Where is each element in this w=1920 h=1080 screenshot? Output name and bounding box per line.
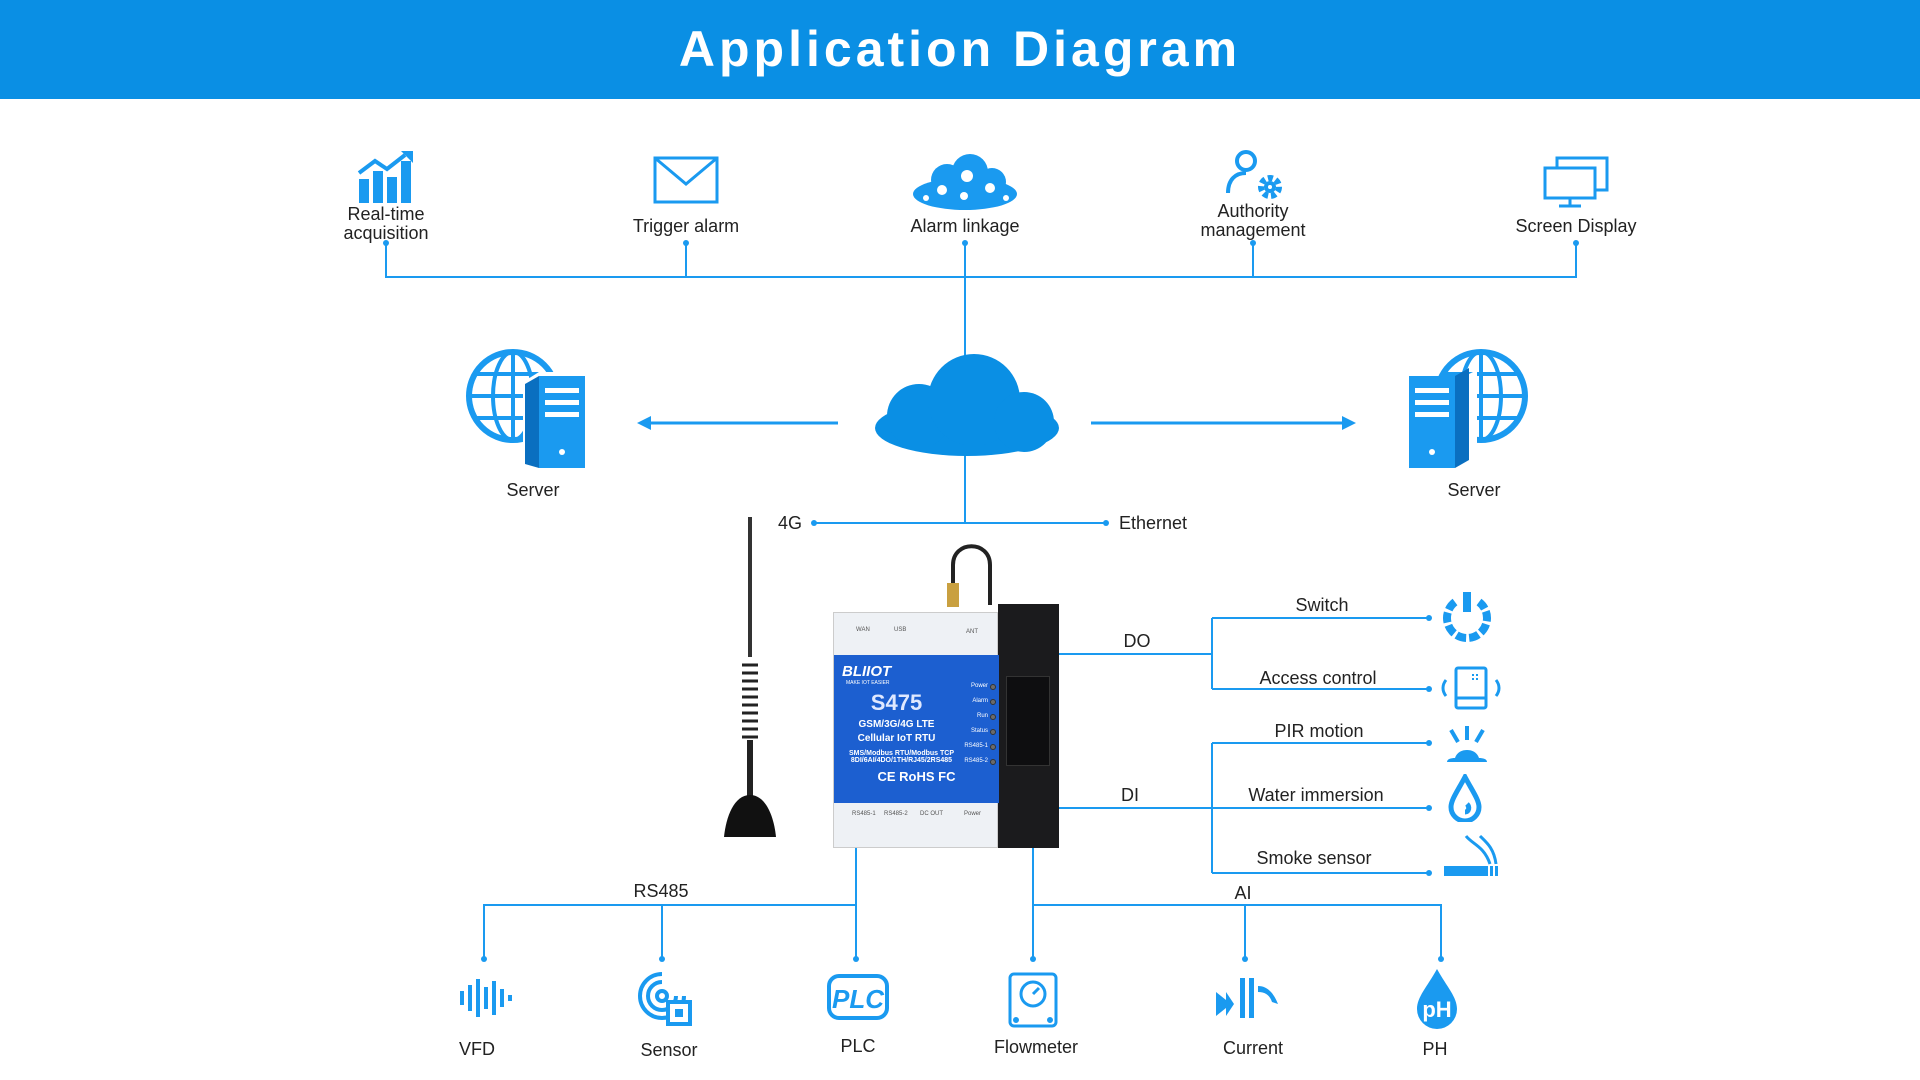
device-front: WAN USB ANT BLIIOT MAKE IOT EASIER S475 … bbox=[833, 612, 999, 848]
port-power: Power bbox=[964, 811, 982, 817]
cloud-gears-icon bbox=[913, 154, 1017, 210]
cloud-icon bbox=[875, 354, 1059, 456]
label-authority-management: Authority management bbox=[1200, 201, 1306, 240]
led-label: Alarm bbox=[972, 698, 988, 704]
label-screen-display: Screen Display bbox=[1515, 216, 1637, 236]
device-led-column: Power Alarm Run Status RS485-1 RS485-2 bbox=[964, 679, 996, 769]
led-indicator bbox=[990, 743, 996, 750]
led-indicator bbox=[990, 728, 996, 735]
device-line2: Cellular IoT RTU bbox=[857, 733, 936, 744]
water-drop-icon bbox=[1448, 774, 1482, 822]
label-real-time-acquisition: Real-time acquisition bbox=[343, 204, 429, 243]
label-server-left: Server bbox=[506, 480, 560, 500]
flowmeter-icon bbox=[1008, 972, 1058, 1028]
label-alarm-linkage: Alarm linkage bbox=[910, 216, 1020, 236]
port-ant: ANT bbox=[966, 629, 978, 635]
header-banner: Application Diagram bbox=[0, 0, 1920, 99]
s475-rtu-device: WAN USB ANT BLIIOT MAKE IOT EASIER S475 … bbox=[833, 604, 1059, 848]
device-model: S475 bbox=[870, 690, 923, 715]
device-brand: BLIIOT bbox=[842, 663, 892, 680]
label-ethernet: Ethernet bbox=[1119, 513, 1188, 533]
chart-growth-icon bbox=[357, 151, 413, 203]
led-label: Power bbox=[970, 683, 988, 689]
led-label: RS485-2 bbox=[964, 758, 988, 764]
server-globe-icon-right bbox=[1405, 349, 1528, 468]
antenna-icon bbox=[724, 517, 776, 837]
device-line1: GSM/3G/4G LTE bbox=[858, 719, 935, 730]
led-label: RS485-1 bbox=[964, 743, 988, 749]
waveform-icon bbox=[460, 979, 512, 1017]
led-label: Status bbox=[970, 728, 988, 734]
port-rs485-1: RS485-1 bbox=[852, 811, 876, 817]
power-icon bbox=[1443, 592, 1491, 642]
port-rs485-2: RS485-2 bbox=[884, 811, 908, 817]
label-flowmeter: Flowmeter bbox=[993, 1037, 1079, 1057]
device-side-panel bbox=[998, 604, 1059, 848]
led-rs485-2: RS485-2 bbox=[964, 754, 996, 769]
label-sensor: Sensor bbox=[640, 1040, 698, 1060]
label-pir-motion: PIR motion bbox=[1274, 721, 1364, 741]
led-indicator bbox=[990, 698, 996, 705]
envelope-icon bbox=[653, 156, 719, 204]
device-antenna-cable bbox=[947, 544, 992, 607]
label-trigger-alarm: Trigger alarm bbox=[632, 216, 740, 236]
current-icon bbox=[1216, 978, 1278, 1018]
label-smoke-sensor: Smoke sensor bbox=[1256, 848, 1372, 868]
label-water-immersion: Water immersion bbox=[1248, 785, 1384, 805]
svg-text:PLC: PLC bbox=[832, 984, 885, 1014]
led-indicator bbox=[990, 683, 996, 690]
svg-text:pH: pH bbox=[1422, 997, 1451, 1022]
device-label-panel: BLIIOT MAKE IOT EASIER S475 GSM/3G/4G LT… bbox=[834, 655, 999, 803]
user-gear-icon bbox=[1226, 150, 1282, 199]
label-current: Current bbox=[1222, 1038, 1284, 1058]
led-status: Status bbox=[964, 724, 996, 739]
led-label: Run bbox=[976, 713, 988, 719]
led-power: Power bbox=[964, 679, 996, 694]
port-usb: USB bbox=[894, 627, 907, 633]
access-card-icon bbox=[1441, 666, 1501, 710]
label-ai: AI bbox=[1234, 883, 1252, 903]
monitor-icon bbox=[1543, 156, 1609, 208]
server-globe-icon-left bbox=[466, 349, 585, 468]
led-indicator bbox=[990, 758, 996, 765]
smoke-icon bbox=[1444, 834, 1498, 876]
label-vfd: VFD bbox=[459, 1039, 495, 1059]
label-di: DI bbox=[1121, 785, 1139, 805]
pir-motion-icon bbox=[1447, 726, 1487, 762]
led-rs485-1: RS485-1 bbox=[964, 739, 996, 754]
led-indicator bbox=[990, 713, 996, 720]
label-do: DO bbox=[1123, 631, 1151, 651]
device-line3: SMS/Modbus RTU/Modbus TCP bbox=[849, 750, 954, 757]
sensor-icon bbox=[638, 972, 692, 1026]
label-rs485: RS485 bbox=[633, 881, 689, 901]
device-certs: CE RoHS FC bbox=[877, 769, 956, 784]
plc-icon: PLC bbox=[827, 974, 889, 1020]
label-ph: PH bbox=[1422, 1039, 1448, 1059]
port-dc-out: DC OUT bbox=[920, 811, 943, 817]
page-title: Application Diagram bbox=[678, 21, 1242, 77]
label-access-control: Access control bbox=[1259, 668, 1377, 688]
ph-icon: pH bbox=[1417, 969, 1457, 1029]
label-server-right: Server bbox=[1447, 480, 1501, 500]
port-wan: WAN bbox=[856, 627, 870, 633]
led-run: Run bbox=[964, 709, 996, 724]
label-4g: 4G bbox=[777, 513, 803, 533]
label-plc: PLC bbox=[840, 1036, 876, 1056]
device-line4: 8DI/6AI/4DO/1TH/RJ45/2RS485 bbox=[850, 757, 953, 764]
led-alarm: Alarm bbox=[964, 694, 996, 709]
label-switch: Switch bbox=[1295, 595, 1349, 615]
device-slogan: MAKE IOT EASIER bbox=[846, 680, 890, 686]
